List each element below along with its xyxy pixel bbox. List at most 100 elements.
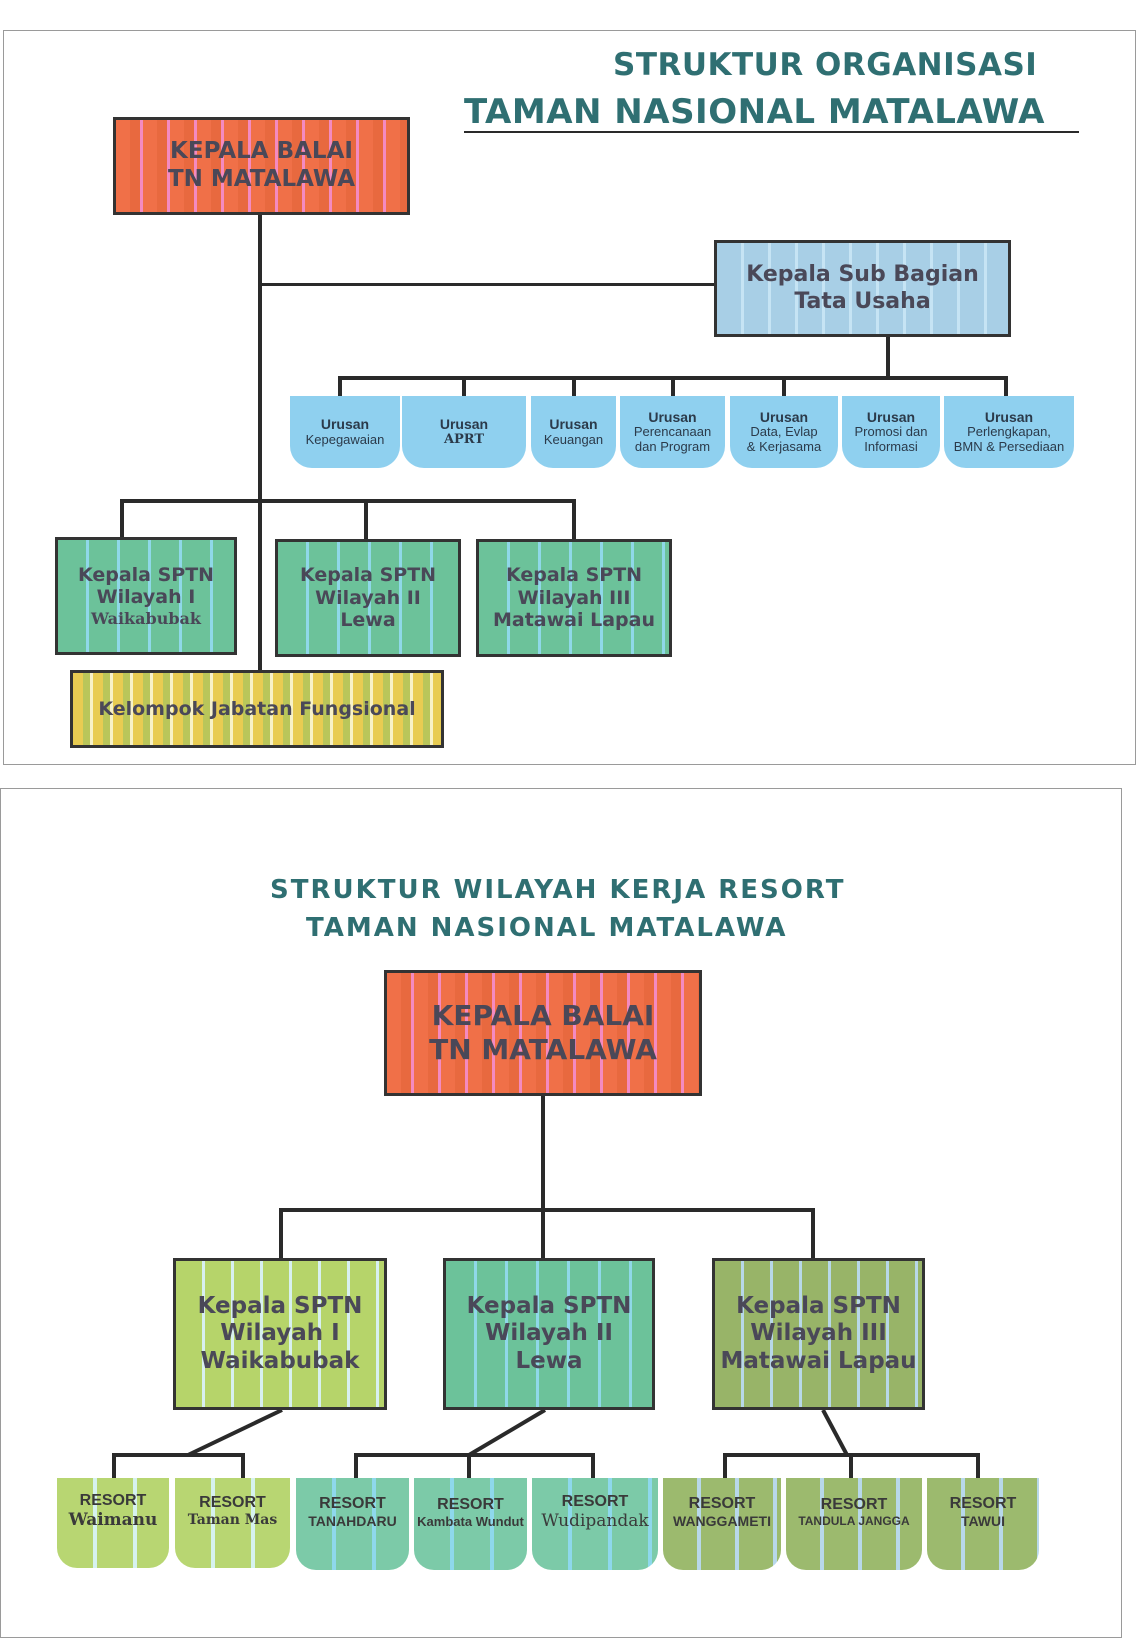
connector bbox=[112, 1453, 245, 1480]
resort-label: RESORT bbox=[949, 1495, 1017, 1512]
sptn-line2: Wilayah III bbox=[750, 1320, 887, 1347]
sptn-line1: Kepala SPTN bbox=[77, 563, 215, 586]
resort-label: RESORT bbox=[199, 1494, 266, 1511]
sptn-line3: Lewa bbox=[340, 609, 396, 632]
resort-box: RESORT WANGGAMETI bbox=[663, 1478, 781, 1570]
resort-box: RESORT Wudipandak bbox=[532, 1478, 658, 1570]
connector bbox=[260, 283, 715, 286]
resort-name: Waimanu bbox=[68, 1510, 158, 1531]
resort-name: TANDULA JANGGA bbox=[798, 1514, 910, 1529]
resort-name: TANAHDARU bbox=[308, 1513, 397, 1530]
urusan-line1: Perlengkapan, bbox=[967, 424, 1051, 440]
sptn-box-wilayah-3: Kepala SPTN Wilayah III Matawai Lapau bbox=[476, 539, 672, 657]
resort-box: RESORT TAWUI bbox=[927, 1478, 1039, 1570]
connector bbox=[886, 335, 890, 378]
resort-label: RESORT bbox=[688, 1495, 756, 1512]
sptn-line3: Lewa bbox=[515, 1347, 583, 1374]
sptn-line1: Kepala SPTN bbox=[505, 563, 643, 586]
sptn-box-wilayah-2: Kepala SPTN Wilayah II Lewa bbox=[443, 1258, 655, 1410]
resort-label: RESORT bbox=[437, 1495, 504, 1513]
urusan-line1: APRT bbox=[443, 431, 485, 447]
kepala-balai-box: KEPALA BALAI TN MATALAWA bbox=[384, 970, 702, 1096]
sptn-line2: Wilayah I bbox=[220, 1320, 340, 1347]
resort-box: RESORT Waimanu bbox=[57, 1478, 169, 1568]
kepala-sub-bagian-box: Kepala Sub Bagian Tata Usaha bbox=[714, 240, 1011, 337]
urusan-box: Urusan Keuangan bbox=[531, 396, 616, 468]
urusan-box: Urusan Kepegawaian bbox=[290, 396, 400, 468]
org-title-underline bbox=[464, 131, 1079, 133]
urusan-box: Urusan APRT bbox=[402, 396, 526, 468]
sptn-box-wilayah-1: Kepala SPTN Wilayah I Waikabubak bbox=[55, 537, 237, 655]
sptn-line3: Waikabubak bbox=[200, 1347, 360, 1374]
sptn-line2: Wilayah III bbox=[517, 586, 631, 609]
connector bbox=[572, 499, 576, 539]
connector bbox=[462, 376, 466, 396]
urusan-title: Urusan bbox=[549, 416, 598, 433]
resort-box: RESORT Kambata Wundut bbox=[414, 1478, 527, 1570]
urusan-line2: dan Program bbox=[634, 439, 711, 455]
connector bbox=[671, 376, 675, 396]
sptn-line2: Wilayah I bbox=[96, 586, 196, 609]
connector bbox=[120, 499, 124, 539]
connector bbox=[811, 1208, 815, 1260]
urusan-box: Urusan Perlengkapan, BMN & Persediaan bbox=[944, 396, 1074, 468]
urusan-title: Urusan bbox=[984, 409, 1034, 426]
connector bbox=[1004, 376, 1008, 396]
connector bbox=[821, 1409, 849, 1456]
sptn-line2: Wilayah II bbox=[315, 586, 421, 609]
sptn-line1: Kepala SPTN bbox=[299, 563, 437, 586]
org-title-line1: STRUKTUR ORGANISASI bbox=[613, 47, 1038, 83]
sptn-line3: Matawai Lapau bbox=[492, 609, 655, 632]
resort-title-line1: STRUKTUR WILAYAH KERJA RESORT bbox=[270, 875, 846, 905]
resort-name: Wudipandak bbox=[541, 1511, 649, 1532]
connector bbox=[782, 376, 786, 396]
sub-bagian-line2: Tata Usaha bbox=[794, 288, 931, 314]
sptn-line3: Waikabubak bbox=[91, 609, 201, 629]
connector bbox=[364, 499, 368, 539]
urusan-title: Urusan bbox=[866, 409, 916, 426]
urusan-title: Urusan bbox=[759, 409, 809, 426]
resort-label: RESORT bbox=[319, 1495, 386, 1512]
resort-name: TAWUI bbox=[960, 1513, 1006, 1530]
org-title-line2: TAMAN NASIONAL MATALAWA bbox=[464, 92, 1045, 132]
urusan-box: Urusan Promosi dan Informasi bbox=[842, 396, 940, 468]
resort-title-line2: TAMAN NASIONAL MATALAWA bbox=[306, 913, 788, 943]
resort-box: RESORT Taman Mas bbox=[175, 1478, 290, 1568]
resort-name: Kambata Wundut bbox=[417, 1513, 524, 1529]
connector bbox=[279, 1208, 283, 1260]
resort-label: RESORT bbox=[79, 1492, 147, 1510]
urusan-line1: Promosi dan bbox=[854, 424, 928, 440]
sptn-box-wilayah-1: Kepala SPTN Wilayah I Waikabubak bbox=[173, 1258, 387, 1410]
sptn-line1: Kepala SPTN bbox=[736, 1292, 901, 1319]
sptn-line1: Kepala SPTN bbox=[466, 1292, 632, 1319]
connector bbox=[467, 1408, 547, 1457]
connector bbox=[354, 1453, 595, 1480]
sptn-box-wilayah-2: Kepala SPTN Wilayah II Lewa bbox=[275, 539, 461, 657]
urusan-line2: BMN & Persediaan bbox=[953, 439, 1065, 455]
connector bbox=[541, 1095, 545, 1260]
urusan-line2: & Kerjasama bbox=[746, 439, 822, 455]
urusan-line1: Perencanaan bbox=[633, 424, 712, 440]
kepala-balai-line2: TN MATALAWA bbox=[167, 166, 356, 192]
sptn-line3: Matawai Lapau bbox=[720, 1347, 917, 1374]
urusan-line2: Informasi bbox=[864, 439, 918, 455]
kepala-balai-line1: KEPALA BALAI bbox=[431, 999, 655, 1033]
urusan-line1: Keuangan bbox=[543, 431, 604, 447]
kelompok-jabatan-fungsional-box: Kelompok Jabatan Fungsional bbox=[70, 670, 444, 748]
connector bbox=[258, 215, 262, 670]
urusan-title: Urusan bbox=[648, 409, 697, 426]
kepala-balai-line1: KEPALA BALAI bbox=[170, 138, 353, 165]
resort-label: RESORT bbox=[820, 1496, 888, 1514]
resort-name: WANGGAMETI bbox=[673, 1513, 771, 1530]
connector bbox=[187, 1408, 283, 1457]
sptn-box-wilayah-3: Kepala SPTN Wilayah III Matawai Lapau bbox=[712, 1258, 925, 1410]
urusan-line1: Data, Evlap bbox=[750, 424, 818, 440]
urusan-box: Urusan Data, Evlap & Kerjasama bbox=[730, 396, 838, 468]
resort-box: RESORT TANAHDARU bbox=[296, 1478, 409, 1570]
resort-name: Taman Mas bbox=[187, 1512, 278, 1529]
urusan-title: Urusan bbox=[439, 416, 489, 433]
resort-box: RESORT TANDULA JANGGA bbox=[786, 1478, 922, 1570]
sub-bagian-line1: Kepala Sub Bagian bbox=[746, 262, 979, 288]
resort-label: RESORT bbox=[561, 1493, 629, 1511]
